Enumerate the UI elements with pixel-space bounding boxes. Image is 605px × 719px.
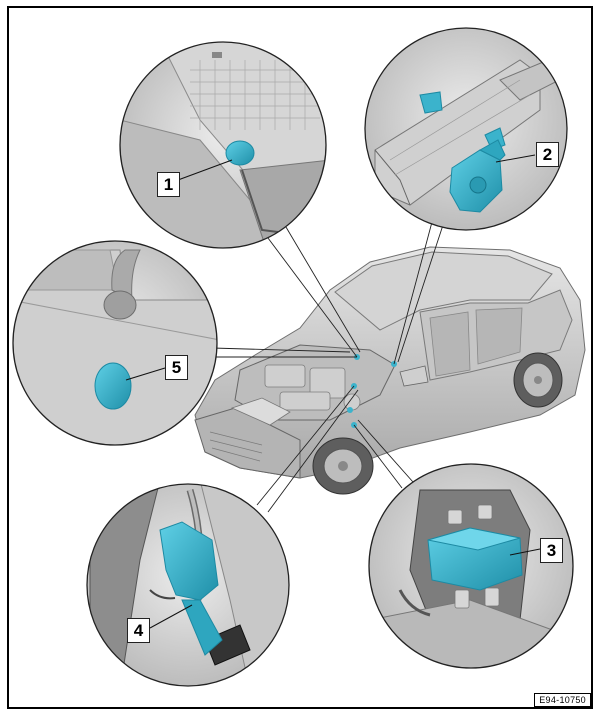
- component-5-highlight: [94, 362, 132, 410]
- leader-lines: [211, 221, 444, 513]
- rear-wheel: [513, 352, 563, 408]
- detail-circle-5: [12, 240, 218, 446]
- callout-2: 2: [536, 142, 559, 167]
- detail-circle-2: [364, 27, 568, 231]
- callout-4: 4: [127, 618, 150, 643]
- component-1-highlight: [225, 140, 255, 166]
- figure-code: E94-10750: [534, 693, 591, 707]
- car-illustration: [194, 246, 586, 495]
- detail-circle-4: [86, 483, 290, 687]
- detail-circle-3: [368, 463, 574, 669]
- detail-circle-1: [119, 41, 327, 249]
- component-3-highlight: [427, 527, 523, 591]
- component-4-highlight: [159, 521, 223, 656]
- component-2-highlight: [449, 139, 506, 213]
- callout-3: 3: [540, 538, 563, 563]
- front-wheel: [312, 437, 374, 495]
- callout-1: 1: [157, 172, 180, 197]
- callout-5: 5: [165, 355, 188, 380]
